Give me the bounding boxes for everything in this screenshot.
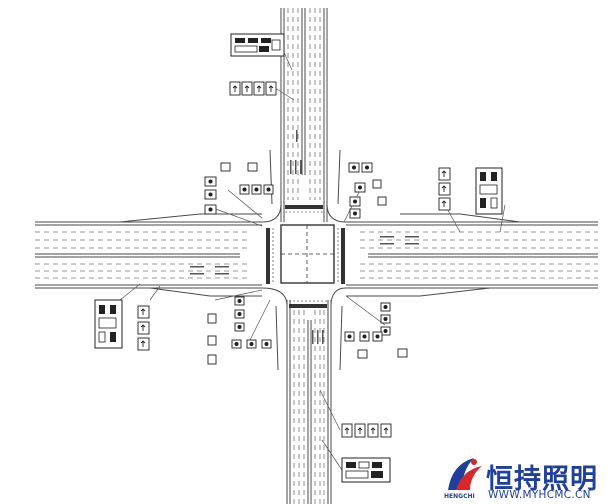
crosswalks	[266, 205, 345, 308]
signal-detail-north	[230, 33, 285, 57]
leader-lines	[119, 47, 506, 471]
signal-heads-sw	[207, 296, 272, 365]
watermark: 恒持照明 WWW.MYHCMC.CN HENGCHI	[434, 455, 607, 504]
watermark-name: 恒持照明	[486, 464, 598, 495]
signal-lamps-ne	[352, 165, 369, 216]
signal-lamps-nw	[208, 179, 271, 212]
lane-sign-column-west	[137, 305, 150, 351]
road-edges	[35, 8, 598, 504]
hengchi-logo-icon	[448, 458, 482, 490]
lane-arrows	[190, 130, 419, 344]
medians	[35, 8, 598, 504]
watermark-brand: HENGCHI	[444, 493, 475, 500]
signal-detail-west	[94, 299, 123, 349]
central-box	[280, 224, 335, 284]
lane-sign-column-east	[438, 167, 451, 211]
signal-heads-nw	[204, 162, 274, 215]
signal-heads-ne	[348, 162, 387, 219]
lane-markings	[35, 8, 598, 504]
signal-detail-east	[475, 167, 503, 215]
signal-lamps-se	[347, 305, 388, 339]
lane-sign-row-north	[229, 81, 277, 96]
signal-lamps-sw	[234, 299, 269, 346]
signal-heads-se	[344, 302, 408, 359]
watermark-url: WWW.MYHCMC.CN	[488, 489, 591, 501]
crosswalk-stripes	[272, 211, 339, 302]
lane-sign-row-south	[341, 423, 392, 438]
signal-detail-south	[341, 457, 391, 483]
